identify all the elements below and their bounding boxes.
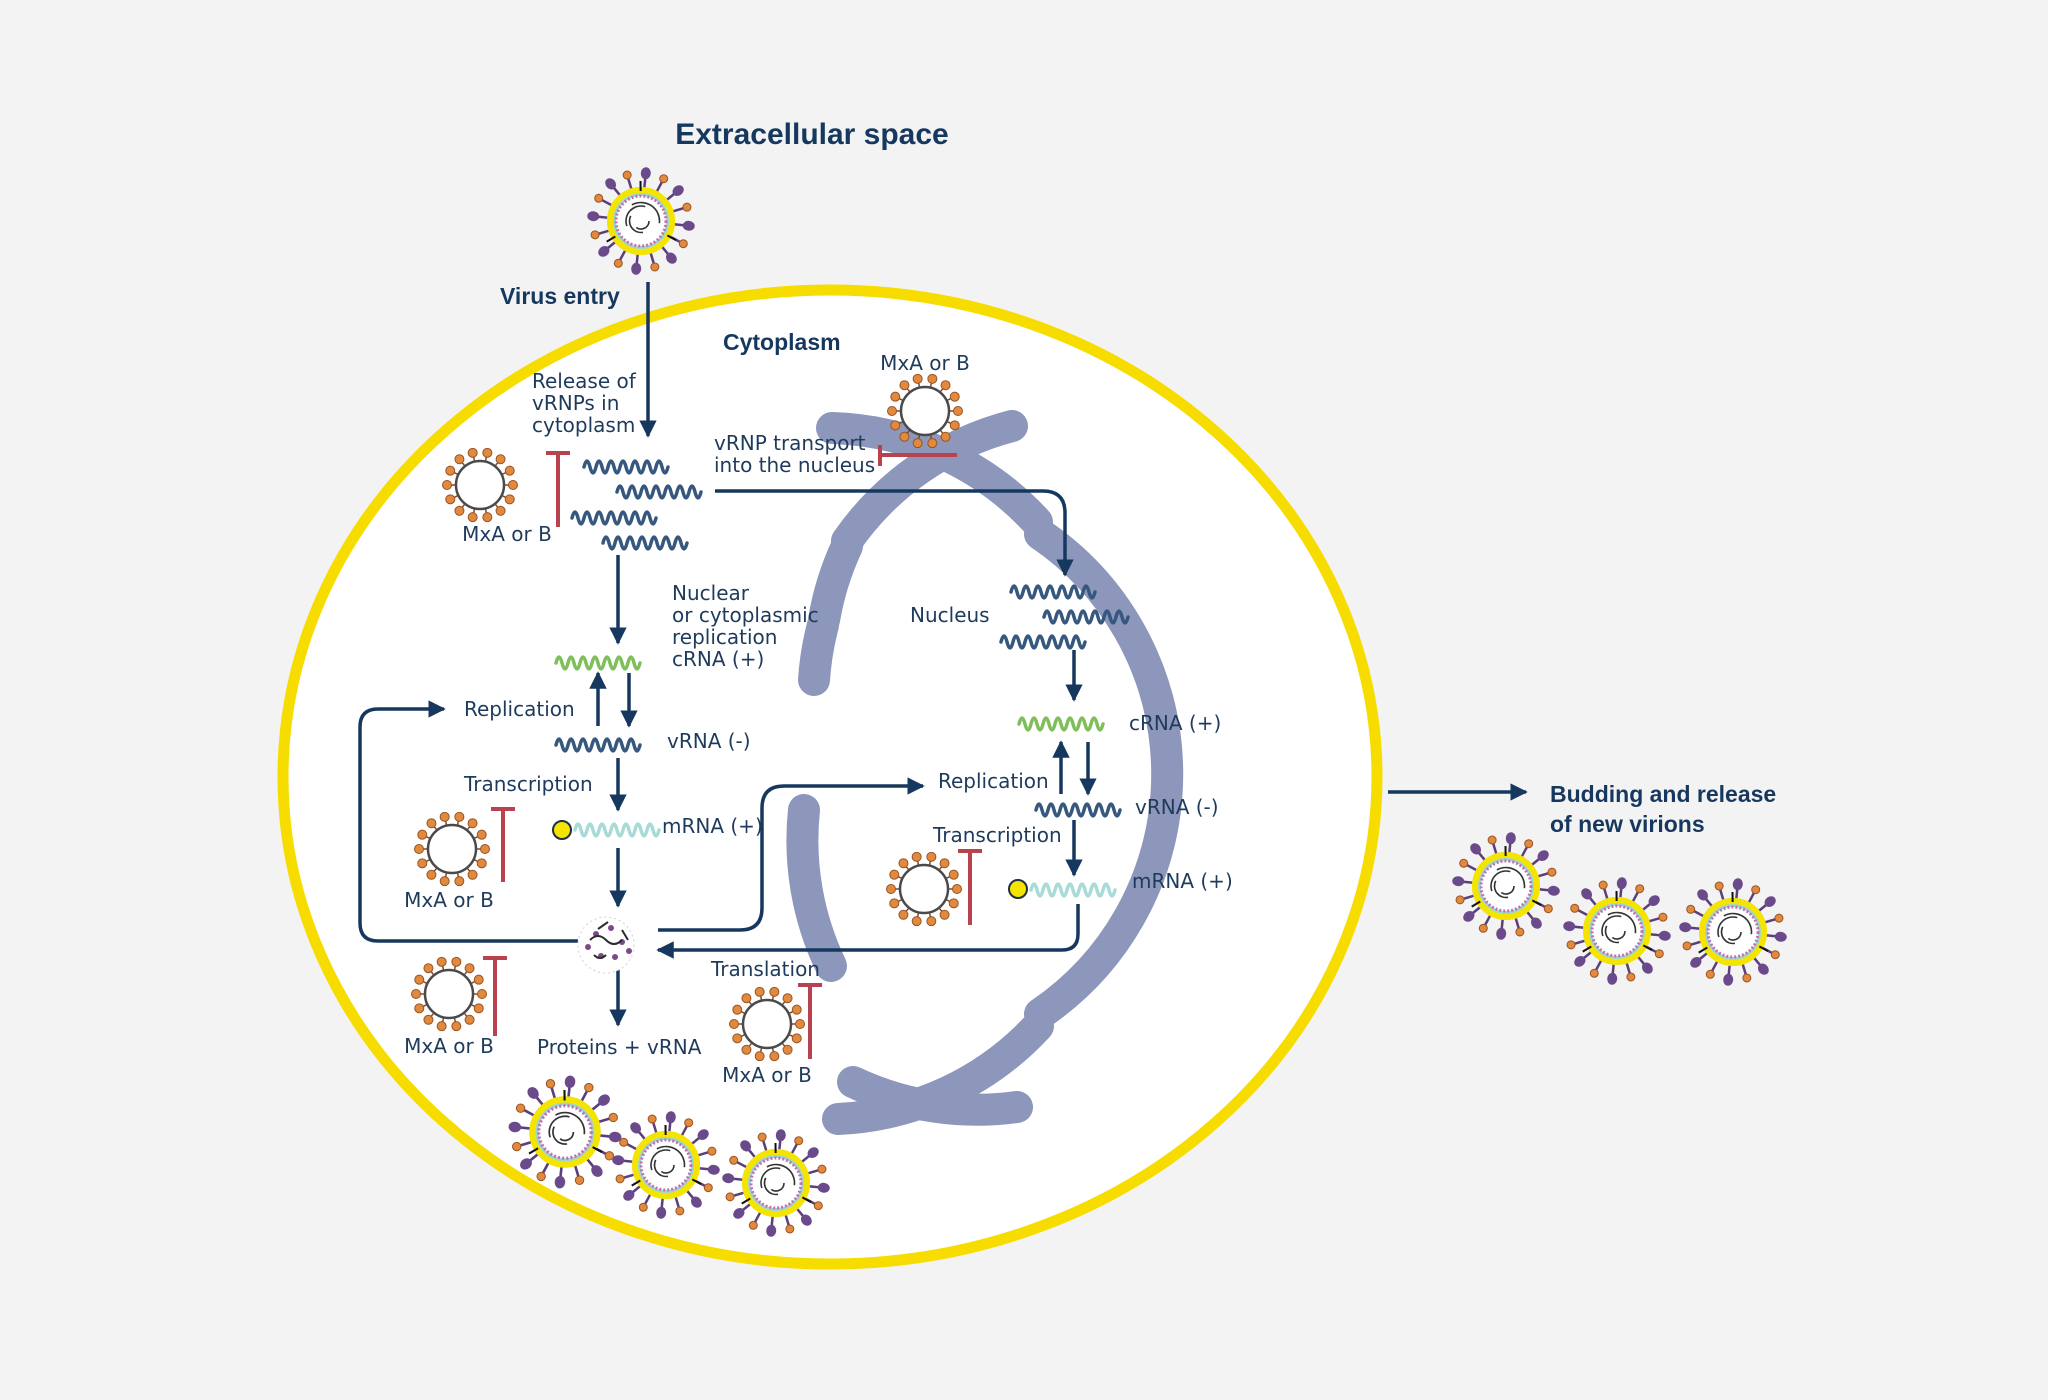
mx-label: MxA or B: [462, 522, 552, 546]
diagram-title: Extracellular space: [675, 118, 949, 151]
nucleus-label: Nucleus: [910, 603, 990, 627]
inhibition-bar: [958, 849, 982, 925]
nuclear-envelope: [786, 410, 1184, 1135]
mx-protein-icon: [414, 811, 490, 887]
vrna-strand: [554, 737, 642, 753]
virion-icon: [1679, 878, 1787, 986]
mx-protein-icon: [442, 447, 518, 523]
mrna-strand: [573, 822, 661, 838]
cell-membrane: [277, 284, 1383, 1270]
mrna-label-left: mRNA (+): [662, 814, 763, 838]
svg-text:cRNA (+): cRNA (+): [672, 647, 764, 671]
vrna-label-nucleus: vRNA (-): [1135, 795, 1219, 819]
budding-label: Budding and release of new virions: [1550, 781, 1776, 837]
virion-icon: [612, 1111, 720, 1219]
inhibition-bar: [483, 956, 507, 1036]
mx-label: MxA or B: [880, 351, 970, 375]
nuclear-replication-label: Nuclear or cytoplasmic replication cRNA …: [672, 581, 819, 671]
svg-text:Budding and release: Budding and release: [1550, 781, 1776, 807]
cap-dot: [552, 820, 572, 840]
svg-text:replication: replication: [672, 625, 777, 649]
vrna-label-left: vRNA (-): [667, 729, 751, 753]
mrna-export-arrow: [656, 904, 1080, 959]
virus-entry-label: Virus entry: [500, 283, 620, 309]
virion-icon: [587, 167, 695, 275]
replication-label-nucleus: Replication: [938, 769, 1049, 793]
transport-to-nucleus-arrow: [715, 489, 1074, 577]
vrnp-strand: [582, 459, 670, 475]
vrnp-strand: [615, 484, 703, 500]
mx-protein-icon: [887, 373, 963, 449]
mx-protein-icon: [886, 851, 962, 927]
virion-icon: [1452, 832, 1560, 940]
svg-text:of new virions: of new virions: [1550, 811, 1705, 837]
vrnp-strand: [999, 634, 1087, 650]
cytoplasm-label: Cytoplasm: [723, 329, 841, 355]
translation-complex: [577, 916, 635, 974]
vrnp-transport-label: vRNP transport into the nucleus: [714, 431, 875, 477]
inhibition-bar: [798, 983, 822, 1059]
loop-to-nuclear-replication-arrow: [658, 777, 925, 932]
svg-text:or cytoplasmic: or cytoplasmic: [672, 603, 819, 627]
mx-label: MxA or B: [404, 888, 494, 912]
release-vrnps-label: Release of vRNPs in cytoplasm: [532, 369, 637, 437]
virion-icon: [1563, 877, 1671, 985]
inhibition-bar: [878, 445, 957, 466]
translation-label: Translation: [710, 957, 820, 981]
mrna-strand: [1029, 882, 1117, 898]
svg-text:vRNP transport: vRNP transport: [714, 431, 866, 455]
cap-dot: [1008, 879, 1028, 899]
mx-label: MxA or B: [722, 1063, 812, 1087]
svg-text:Nuclear: Nuclear: [672, 581, 750, 605]
replication-label-left: Replication: [464, 697, 575, 721]
svg-text:cytoplasm: cytoplasm: [532, 413, 635, 437]
virion-icon: [722, 1129, 830, 1237]
vrnp-strand: [1042, 609, 1130, 625]
inhibition-bar: [546, 451, 570, 527]
mx-protein-icon: [411, 956, 487, 1032]
inhibition-bar: [491, 807, 515, 882]
vrna-strand: [1034, 802, 1122, 818]
crna-strand: [1017, 716, 1105, 732]
proteins-label: Proteins + vRNA: [537, 1035, 702, 1059]
mx-protein-icon: [729, 986, 805, 1062]
loop-to-replication-arrow: [358, 700, 578, 943]
crna-strand: [554, 655, 642, 671]
svg-text:into the nucleus: into the nucleus: [714, 453, 875, 477]
crna-label-nucleus: cRNA (+): [1129, 711, 1221, 735]
vrnp-strand: [601, 535, 689, 551]
mx-label: MxA or B: [404, 1034, 494, 1058]
svg-text:vRNPs in: vRNPs in: [532, 391, 619, 415]
svg-text:Release of: Release of: [532, 369, 637, 393]
virion-icon: [508, 1075, 622, 1189]
transcription-label-left: Transcription: [463, 772, 593, 796]
mrna-label-nucleus: mRNA (+): [1132, 869, 1233, 893]
vrnp-strand: [570, 510, 658, 526]
vrnp-strand: [1009, 584, 1097, 600]
transcription-label-nucleus: Transcription: [932, 823, 1062, 847]
